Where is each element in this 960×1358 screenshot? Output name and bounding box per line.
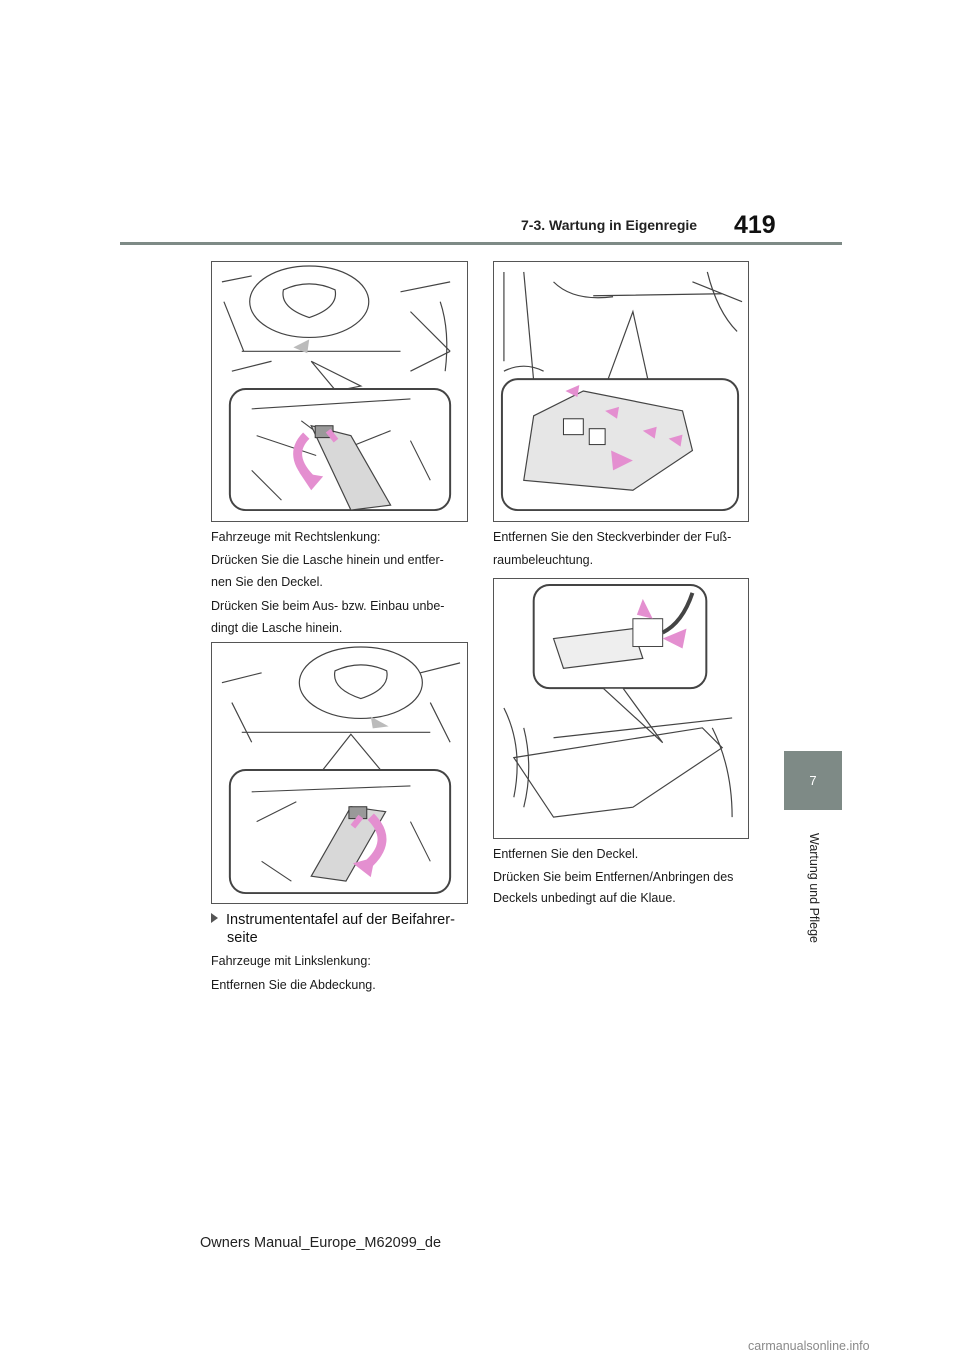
rhd-note-line2: dingt die Lasche hinein.	[211, 621, 343, 635]
rhd-step-line2: nen Sie den Deckel.	[211, 575, 323, 589]
section-title: 7-3. Wartung in Eigenregie	[521, 217, 698, 233]
illustration-glovebox-tabs	[493, 261, 749, 522]
illustration-lhd-cover	[211, 642, 468, 904]
chapter-number: 7	[809, 773, 817, 788]
chapter-tab[interactable]: 7	[784, 751, 842, 810]
chapter-title: Wartung und Pflege	[807, 832, 821, 944]
cover-step: Entfernen Sie den Deckel.	[493, 847, 639, 861]
illustration-footwell-light-connector	[493, 578, 749, 839]
subheading-line1: Instrumententafel auf der Beifahrer-	[226, 912, 455, 928]
lhd-step: Entfernen Sie die Abdeckung.	[211, 978, 376, 992]
lhd-caption: Fahrzeuge mit Linkslenkung:	[211, 954, 371, 968]
cover-note-line2: Deckels unbedingt auf die Klaue.	[493, 891, 676, 905]
connector-step-line2: raumbeleuchtung.	[493, 553, 594, 567]
cover-note-line1: Drücken Sie beim Entfernen/Anbringen des	[493, 870, 734, 884]
watermark: carmanualsonline.info	[748, 1339, 870, 1353]
subheading-line2: seite	[227, 930, 258, 946]
page-number: 419	[734, 211, 776, 239]
connector-step-line1: Entfernen Sie den Steckverbinder der Fuß…	[493, 530, 732, 544]
rhd-note-line1: Drücken Sie beim Aus- bzw. Einbau unbe-	[211, 599, 445, 613]
subheading-passenger-panel: Instrumententafel auf der Beifahrer-	[211, 910, 455, 930]
illustration-rhd-cover	[211, 261, 468, 522]
header-divider	[120, 242, 842, 245]
rhd-caption: Fahrzeuge mit Rechtslenkung:	[211, 530, 381, 544]
bullet-triangle-icon	[211, 913, 218, 923]
rhd-step-line1: Drücken Sie die Lasche hinein und entfer…	[211, 553, 444, 567]
manual-id: Owners Manual_Europe_M62099_de	[200, 1235, 442, 1251]
